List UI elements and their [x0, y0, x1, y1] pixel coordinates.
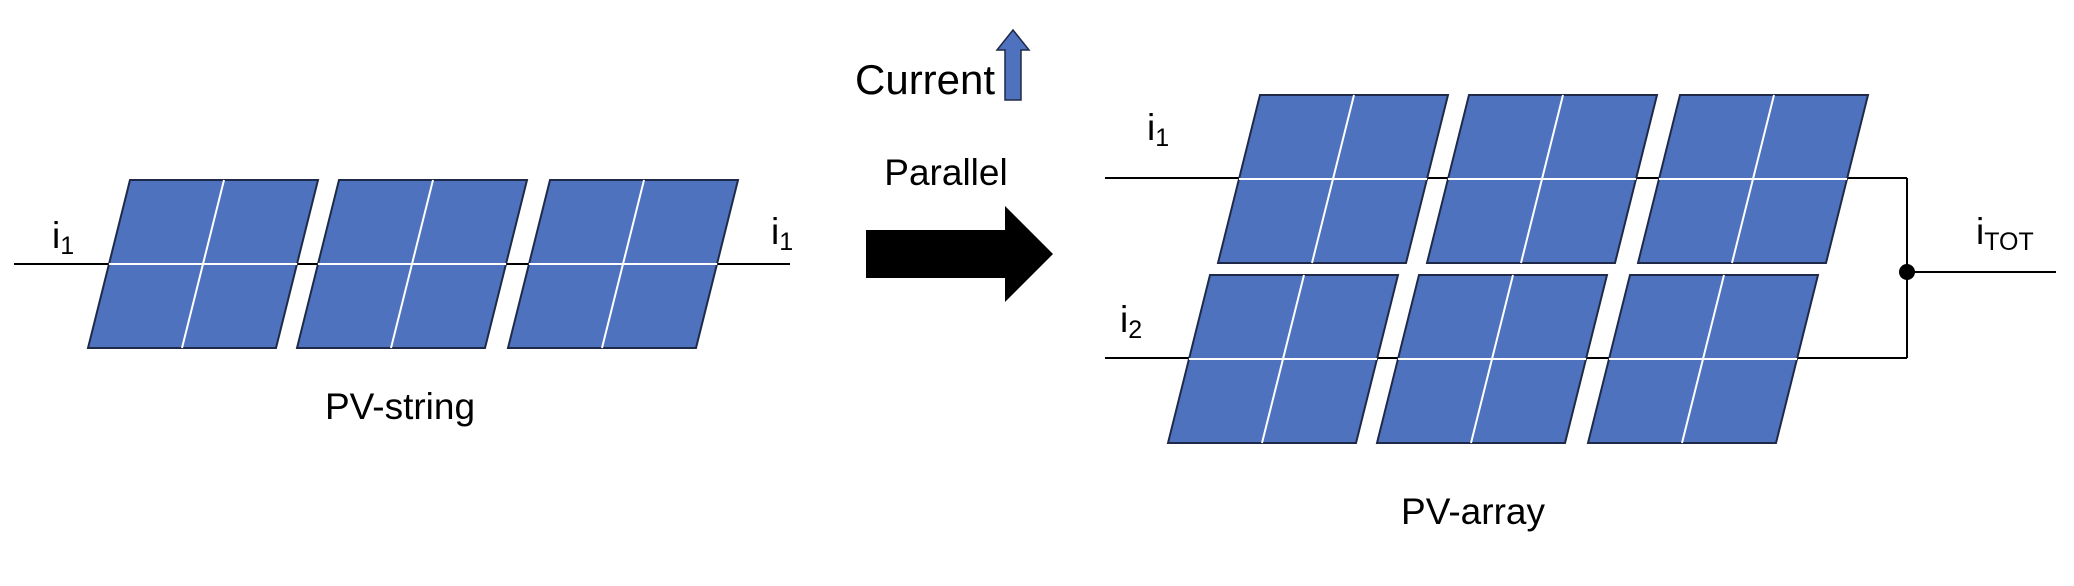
- pv-array-group: i1 i2 iTOT PV-array: [1105, 94, 2056, 532]
- pv-string-output-current-label: i1: [771, 211, 793, 256]
- string-1-current-label: i1: [1147, 107, 1169, 152]
- string-2-current-label: i2: [1120, 299, 1142, 344]
- pv-array-label: PV-array: [1401, 491, 1545, 532]
- pv-panel: [1166, 274, 1400, 444]
- pv-panel: [1216, 94, 1450, 264]
- pv-panel: [1425, 94, 1659, 264]
- current-legend-label: Current: [855, 56, 995, 103]
- junction-node: [1899, 264, 1915, 280]
- pv-panel: [1375, 274, 1609, 444]
- parallel-label: Parallel: [884, 152, 1007, 193]
- pv-string-group: i1 i1 PV-string: [14, 179, 793, 427]
- pv-string-input-current-label: i1: [52, 215, 74, 260]
- transition-group: Current Parallel: [855, 28, 1053, 302]
- pv-panel: [86, 179, 320, 349]
- pv-string-label: PV-string: [325, 386, 475, 427]
- pv-panel: [295, 179, 529, 349]
- up-arrow-icon: [995, 28, 1031, 101]
- right-arrow-icon: [866, 206, 1053, 302]
- pv-panel: [506, 179, 740, 349]
- total-current-label: iTOT: [1976, 211, 2034, 256]
- pv-panel: [1586, 274, 1820, 444]
- pv-panel: [1636, 94, 1870, 264]
